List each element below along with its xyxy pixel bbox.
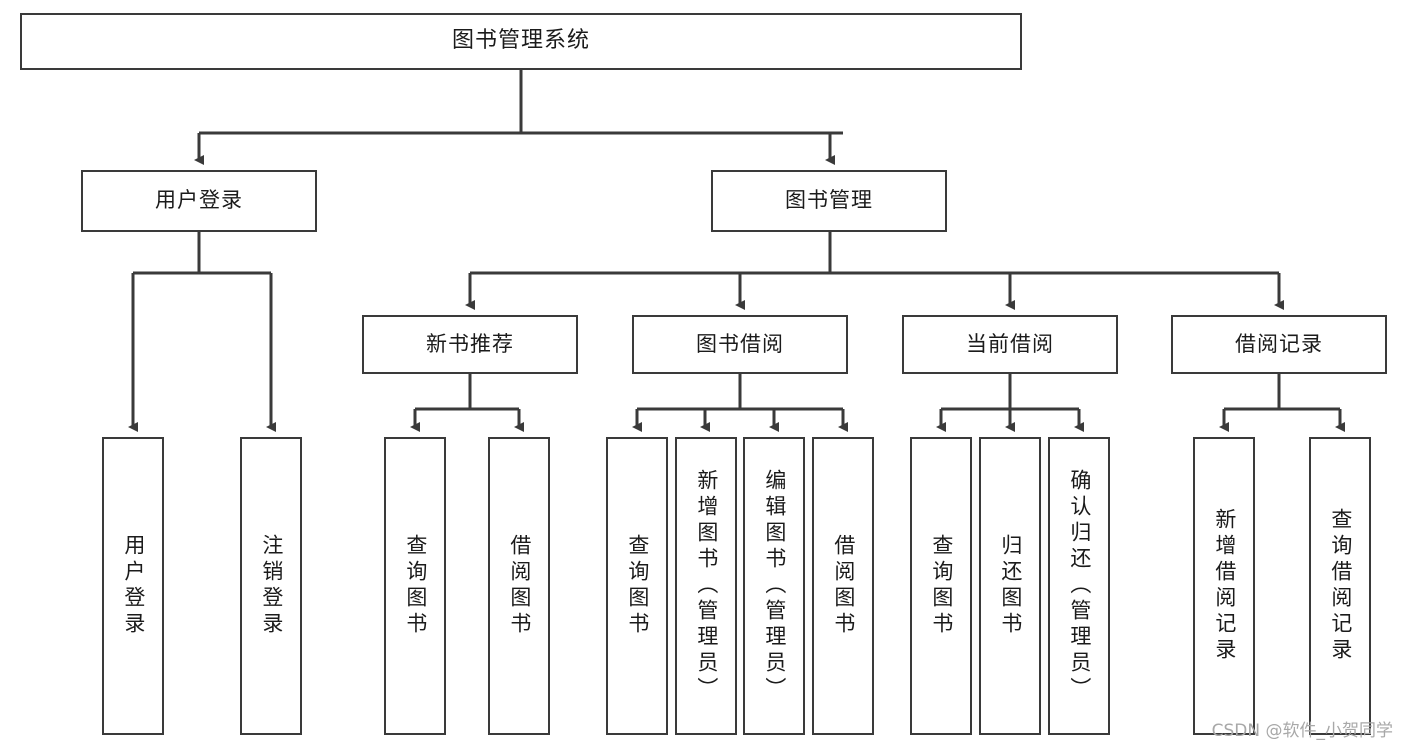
- node-borrow-record[interactable]: 借阅记录: [1171, 315, 1387, 374]
- node-book-management-label: 图书管理: [785, 188, 873, 213]
- node-leaf-logout-label: 注销登录: [259, 534, 284, 638]
- node-leaf-query-borrow-record-label: 查询借阅记录: [1328, 508, 1353, 664]
- node-leaf-confirm-return-admin-label: 确认归还（管理员）: [1067, 469, 1092, 703]
- node-leaf-current-query-book-label: 查询图书: [929, 534, 954, 638]
- node-book-management[interactable]: 图书管理: [711, 170, 947, 232]
- node-leaf-new-query-book[interactable]: 查询图书: [384, 437, 446, 735]
- node-leaf-add-borrow-record[interactable]: 新增借阅记录: [1193, 437, 1255, 735]
- node-leaf-add-book-admin-label: 新增图书（管理员）: [694, 469, 719, 703]
- node-leaf-query-borrow-record[interactable]: 查询借阅记录: [1309, 437, 1371, 735]
- node-leaf-return-book-label: 归还图书: [998, 534, 1023, 638]
- node-current-borrow-label: 当前借阅: [966, 331, 1054, 356]
- node-leaf-borrow-query-book-label: 查询图书: [625, 534, 650, 638]
- node-leaf-confirm-return-admin[interactable]: 确认归还（管理员）: [1048, 437, 1110, 735]
- node-current-borrow[interactable]: 当前借阅: [902, 315, 1118, 374]
- node-leaf-new-query-book-label: 查询图书: [403, 534, 428, 638]
- node-new-book-recommend[interactable]: 新书推荐: [362, 315, 578, 374]
- node-book-borrow-label: 图书借阅: [696, 331, 784, 356]
- node-leaf-new-borrow-book-label: 借阅图书: [507, 534, 532, 638]
- node-leaf-borrow-book-label: 借阅图书: [831, 534, 856, 638]
- node-borrow-record-label: 借阅记录: [1235, 331, 1323, 356]
- node-user-login-label: 用户登录: [155, 188, 243, 213]
- node-leaf-borrow-query-book[interactable]: 查询图书: [606, 437, 668, 735]
- csdn-watermark: CSDN @软件_小贺同学: [1211, 721, 1393, 741]
- node-new-book-recommend-label: 新书推荐: [426, 331, 514, 356]
- node-leaf-borrow-book[interactable]: 借阅图书: [812, 437, 874, 735]
- node-leaf-return-book[interactable]: 归还图书: [979, 437, 1041, 735]
- node-leaf-add-borrow-record-label: 新增借阅记录: [1212, 508, 1237, 664]
- node-root-system-label: 图书管理系统: [451, 28, 590, 54]
- node-leaf-user-login-label: 用户登录: [121, 534, 146, 638]
- node-leaf-new-borrow-book[interactable]: 借阅图书: [488, 437, 550, 735]
- node-user-login[interactable]: 用户登录: [81, 170, 317, 232]
- node-leaf-edit-book-admin[interactable]: 编辑图书（管理员）: [743, 437, 805, 735]
- node-leaf-user-login[interactable]: 用户登录: [102, 437, 164, 735]
- node-root-system[interactable]: 图书管理系统: [20, 13, 1022, 70]
- node-leaf-edit-book-admin-label: 编辑图书（管理员）: [762, 469, 787, 703]
- node-leaf-logout[interactable]: 注销登录: [240, 437, 302, 735]
- node-leaf-current-query-book[interactable]: 查询图书: [910, 437, 972, 735]
- node-leaf-add-book-admin[interactable]: 新增图书（管理员）: [675, 437, 737, 735]
- node-book-borrow[interactable]: 图书借阅: [632, 315, 848, 374]
